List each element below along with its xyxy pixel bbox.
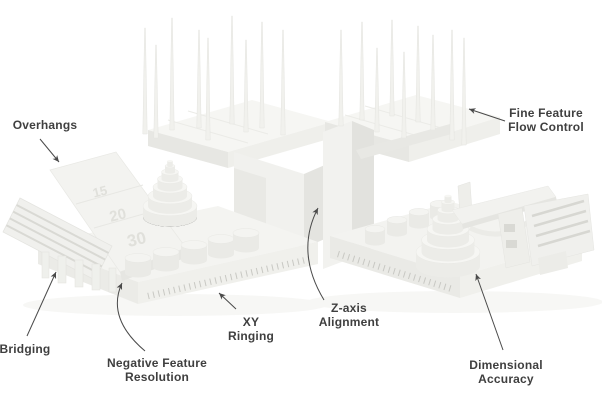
z-axis-alignment-arrow: [307, 207, 325, 301]
bracket-column: [323, 121, 455, 269]
callout-z-axis-alignment-line-1: Z-axis: [331, 301, 367, 315]
callout-dimensional-accuracy-line-2: Accuracy: [478, 371, 534, 386]
ground-shadow: [23, 294, 327, 316]
ramp-mark-15: 15: [91, 182, 109, 200]
callout-negative-feature-resolution: Negative Feature Resolution: [107, 356, 207, 384]
negative-feature-posts: [124, 228, 260, 278]
fine-feature-pins: [142, 15, 286, 141]
callout-negative-feature-resolution-line-1: Negative Feature: [107, 356, 207, 370]
ground-shadow: [307, 291, 602, 313]
dimensional-accuracy-arrow: [475, 273, 504, 351]
callout-arrows: [26, 108, 506, 352]
callout-xy-ringing-line-1: XY: [242, 315, 260, 329]
callout-z-axis-alignment-line-2: Alignment: [318, 314, 380, 329]
overhangs-arrow: [39, 138, 60, 163]
callout-xy-ringing: XY Ringing: [227, 315, 275, 343]
left-test-model: 15 20 30: [2, 15, 334, 316]
callout-bridging-line-1: Bridging: [0, 342, 51, 356]
bridging-block: [2, 197, 117, 293]
callout-z-axis-alignment: Z-axis Alignment: [318, 301, 380, 329]
ramp-mark-30: 30: [125, 228, 148, 251]
stepped-cone: [415, 194, 481, 278]
ruler-ticks: [147, 255, 311, 300]
bridging-comb: [497, 193, 595, 275]
callout-dimensional-accuracy-line-1: Dimensional: [469, 358, 543, 372]
pins-platform: [148, 100, 332, 168]
callout-xy-ringing-line-2: Ringing: [227, 328, 275, 343]
right-test-model: [307, 19, 602, 313]
callout-fine-feature-flow-control-line-1: Fine Feature: [509, 106, 583, 120]
callout-fine-feature-flow-control: Fine Feature Flow Control: [508, 106, 584, 134]
bridging-arrow: [26, 271, 57, 337]
fine-feature-flow-control-arrow: [468, 108, 506, 122]
callout-negative-feature-resolution-line-2: Resolution: [125, 369, 189, 384]
callout-bridging: Bridging: [0, 342, 51, 357]
callout-dimensional-accuracy: Dimensional Accuracy: [469, 358, 543, 386]
fine-feature-pins: [338, 19, 467, 146]
bridging-posts: [41, 251, 117, 293]
ramp-mark-20: 20: [108, 205, 128, 226]
stepped-cone: [142, 160, 198, 227]
negative-feature-resolution-arrow: [116, 282, 146, 352]
callout-fine-feature-flow-control-line-2: Flow Control: [508, 119, 584, 134]
callout-overhangs-line-1: Overhangs: [12, 118, 78, 132]
xy-ringing-arrow: [218, 292, 237, 310]
callout-overhangs: Overhangs: [12, 118, 78, 133]
